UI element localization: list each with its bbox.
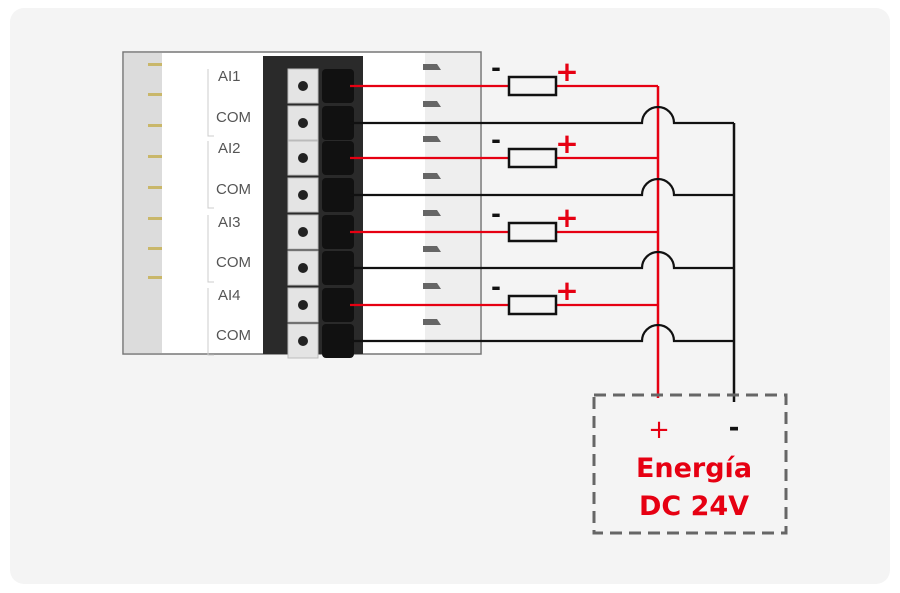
module-vent [423,173,441,179]
module-vent [423,101,441,107]
header-pin [148,93,162,96]
terminal-ai3-4: AI3 [207,210,441,283]
terminal-ai1-0: AI1 [207,64,441,137]
power-supply-box [592,393,788,535]
module-right-face [425,53,480,353]
module-vent [423,210,441,216]
screw-icon [298,81,308,91]
sensor-minus-sign: - [491,200,501,228]
wire-group [350,84,736,402]
label-bracket [207,69,214,137]
sensor-plus-sign: + [555,274,578,307]
screw-icon [298,153,308,163]
common-wire [350,323,734,343]
terminal-label: COM [216,181,251,198]
header-pin [148,247,162,250]
common-wire [350,105,734,125]
label-bracket [207,141,214,209]
terminal-com-1: COM [216,101,441,141]
screw-icon [298,227,308,237]
header-pin [148,155,162,158]
wire-slot [322,141,354,175]
terminal-com-3: COM [216,173,441,213]
wire-slot [322,288,354,322]
wire-slot [322,215,354,249]
sensor-minus-sign: - [491,273,501,301]
wire-slot [322,69,354,103]
sensor-minus-sign: - [491,126,501,154]
terminal-label: AI2 [218,140,241,157]
power-supply: + - Energía DC 24V [592,393,788,535]
sensor-plus-sign: + [555,127,578,160]
screw-icon [298,300,308,310]
screw-icon [298,263,308,273]
wire-slot [322,178,354,212]
pin-group [148,63,162,279]
module-vent [423,64,441,70]
psu-label-voltage: DC 24V [639,491,749,522]
module-vent [423,283,441,289]
terminal-ai2-2: AI2 [207,136,441,209]
terminal-label: COM [216,254,251,271]
header-pin [148,217,162,220]
terminal-com-5: COM [216,246,441,286]
screw-icon [298,336,308,346]
sensor-3: -+ [491,200,579,243]
sensor-resistor-icon [507,75,558,97]
sensor-resistor-icon [507,147,558,169]
wire-slot [322,106,354,140]
module-vent [423,246,441,252]
sensor-plus-sign: + [555,55,578,88]
terminal-com-7: COM [216,319,441,359]
module-vent [423,319,441,325]
screw-icon [298,190,308,200]
terminal-label: AI4 [218,287,241,304]
sensor-1: -+ [491,54,579,97]
header-pin [148,276,162,279]
label-bracket [207,288,214,356]
sensor-resistor-icon [507,294,558,316]
header-pin [148,186,162,189]
common-wire [350,177,734,197]
sensor-group: -+-+-+-+ [491,54,579,316]
terminal-ai4-6: AI4 [207,283,441,356]
psu-minus-sign: - [729,413,740,443]
header-pin [148,124,162,127]
wire-slot [322,324,354,358]
screw-icon [298,118,308,128]
sensor-minus-sign: - [491,54,501,82]
psu-label-energy: Energía [636,453,752,484]
psu-plus-sign: + [648,415,670,445]
wire-slot [322,251,354,285]
header-pin [148,63,162,66]
terminal-label: COM [216,327,251,344]
sensor-resistor-icon [507,221,558,243]
label-bracket [207,215,214,283]
module-vent [423,136,441,142]
common-wire [350,250,734,270]
sensor-2: -+ [491,126,579,169]
terminal-label: COM [216,109,251,126]
module-side [124,53,162,353]
sensor-plus-sign: + [555,201,578,234]
terminal-label: AI3 [218,214,241,231]
sensor-4: -+ [491,273,579,316]
terminal-label: AI1 [218,68,241,85]
